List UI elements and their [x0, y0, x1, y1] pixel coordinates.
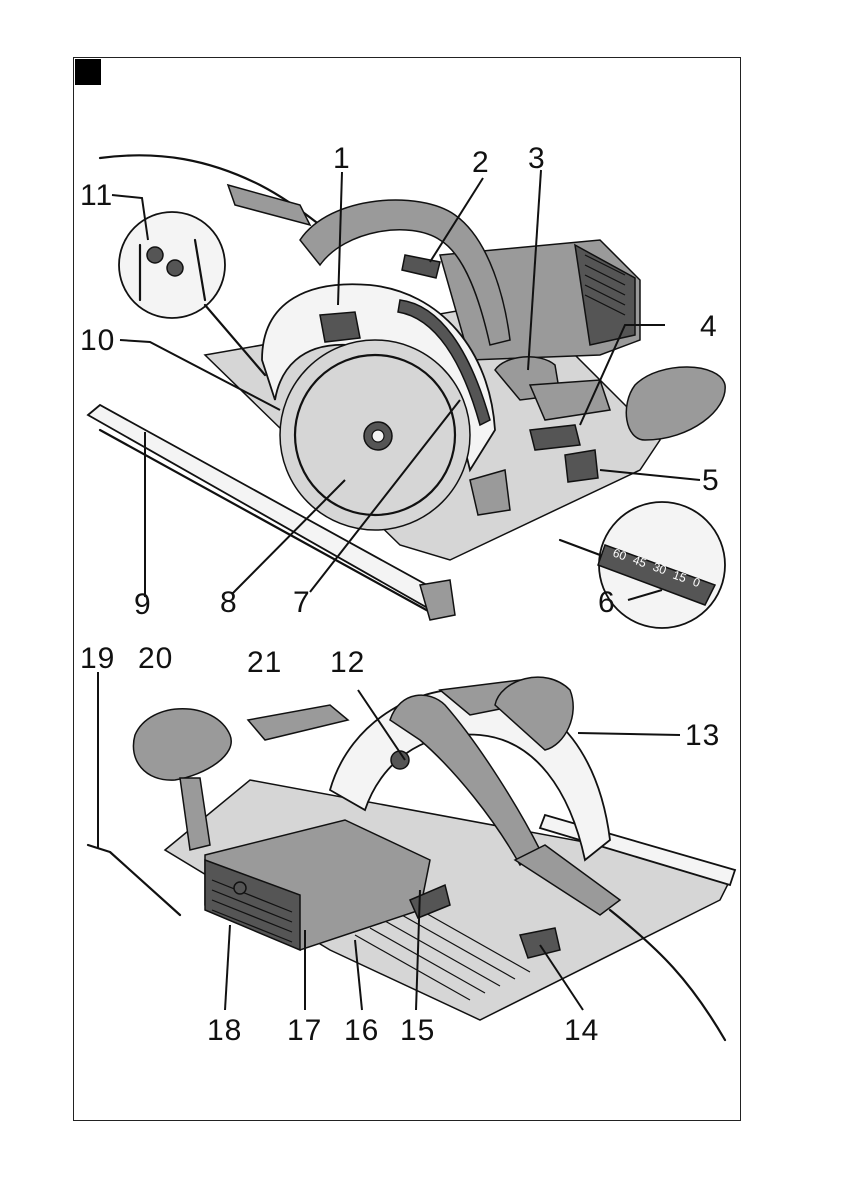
callout-12: 12 [330, 646, 365, 679]
brush-cap [234, 882, 246, 894]
callout-15: 15 [400, 1014, 435, 1047]
callout-19: 19 [80, 642, 115, 675]
callout-10: 10 [80, 324, 115, 357]
callout-9: 9 [134, 588, 152, 621]
allen-key [88, 845, 180, 915]
callout-4: 4 [700, 310, 718, 343]
bevel-lock-knob [565, 450, 598, 482]
callout-21: 21 [247, 646, 282, 679]
callout-5: 5 [702, 464, 720, 497]
callout-20: 20 [138, 642, 173, 675]
on-off-switch [402, 255, 440, 278]
bottom-saw-illustration [88, 677, 735, 1040]
auxiliary-handle [133, 709, 231, 780]
callout-11: 11 [80, 179, 113, 212]
callout-1: 1 [333, 142, 351, 175]
callout-18: 18 [207, 1014, 242, 1047]
callout-3: 3 [528, 142, 546, 175]
front-grip-knob [626, 367, 725, 440]
top-saw-illustration [88, 155, 725, 628]
callout-17: 17 [287, 1014, 322, 1047]
callout-16: 16 [344, 1014, 379, 1047]
guard-arrow [320, 312, 360, 342]
side-grip [248, 705, 348, 740]
guide-end-clamp [420, 580, 455, 620]
depth-lock-lever [530, 425, 580, 450]
callout-2: 2 [472, 146, 490, 179]
callout-6: 6 [598, 586, 616, 619]
callout-8: 8 [220, 586, 238, 619]
callout-13: 13 [685, 719, 720, 752]
callout-7: 7 [293, 586, 311, 619]
callout-14: 14 [564, 1014, 599, 1047]
